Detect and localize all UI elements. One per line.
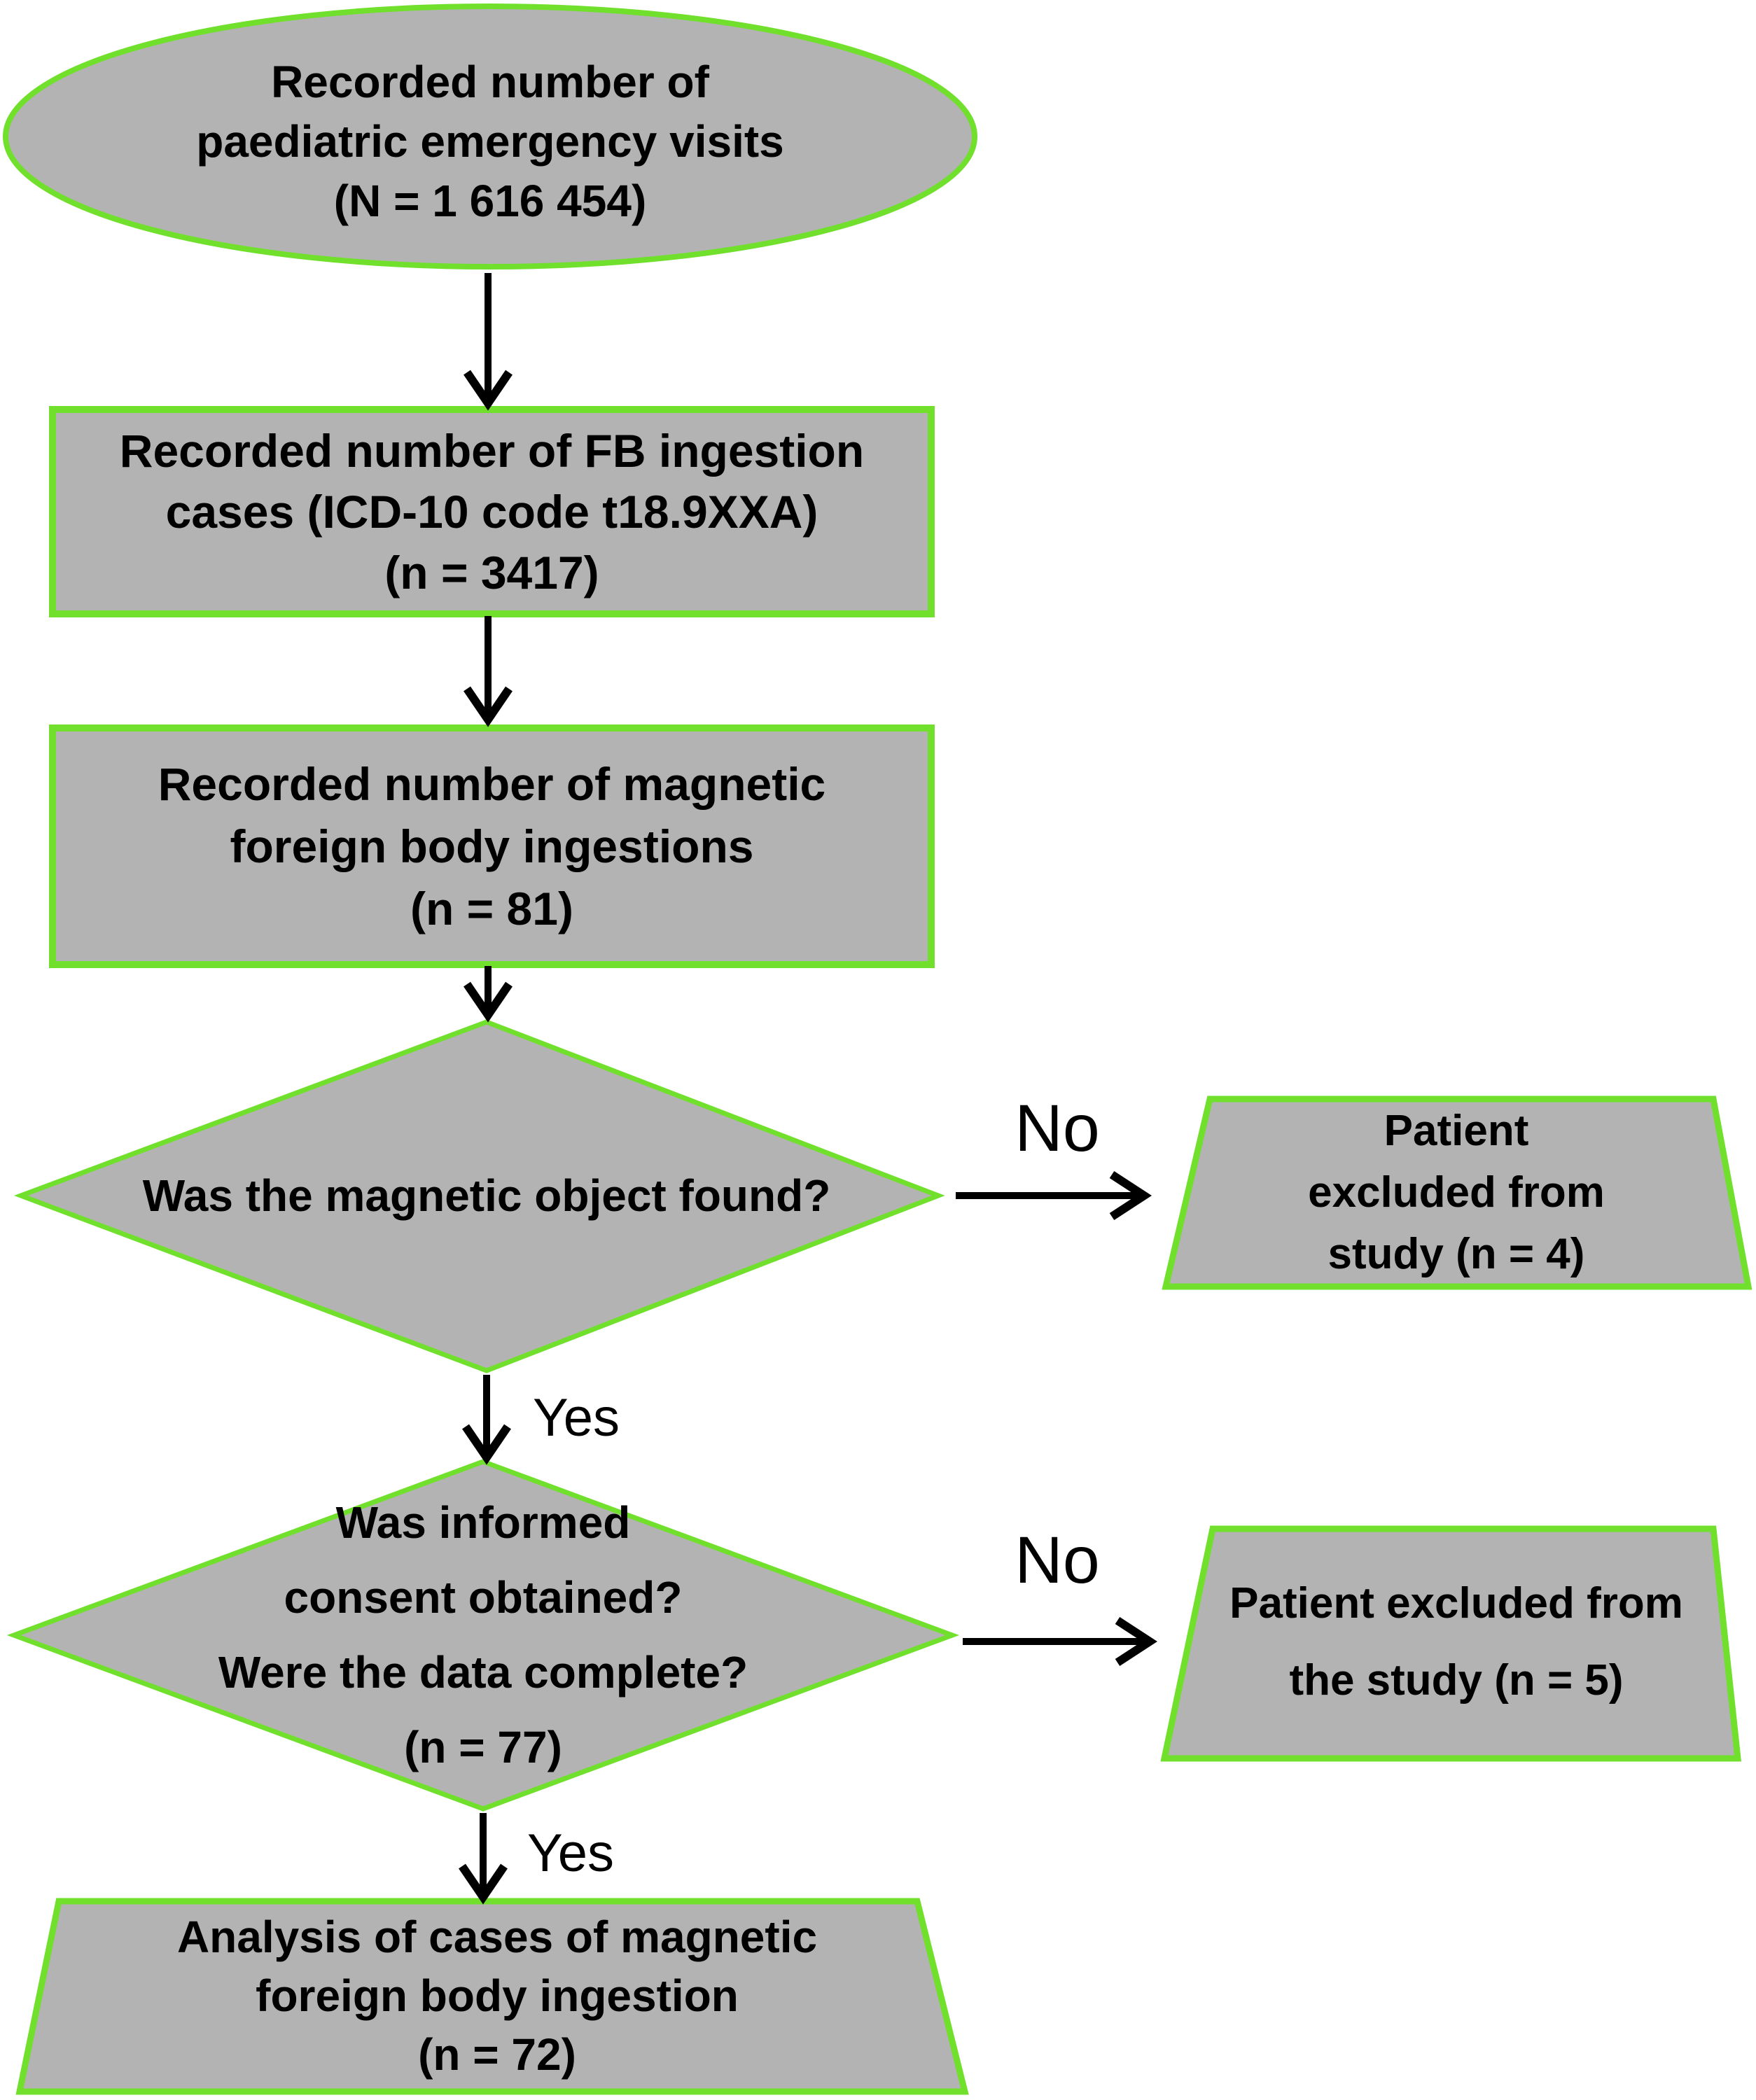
excluded-4-label: Patient excluded from study (n = 4)	[1190, 1105, 1722, 1281]
start-ellipse-label: Recorded number of paediatric emergency …	[70, 57, 910, 226]
excluded-5-trapezoid-shape	[1160, 1525, 1742, 1762]
decision-consent-label: Was informed consent obtained? Were the …	[63, 1487, 903, 1784]
yes-label-consent: Yes	[527, 1823, 614, 1883]
analysis-line-3: (n = 72)	[418, 2029, 576, 2080]
shapes-group	[3, 4, 1752, 2095]
analysis-label: Analysis of cases of magnetic foreign bo…	[56, 1905, 938, 2086]
excluded-4-trapezoid-shape	[1162, 1096, 1752, 1290]
start-line-2: paediatric emergency visits	[196, 115, 784, 167]
arrow-fb-to-magnetic	[464, 616, 513, 727]
fb-cases-line-1: Recorded number of FB ingestion	[119, 424, 865, 477]
fb-cases-line-3: (n = 3417)	[384, 546, 599, 598]
fb-cases-line-2: cases (ICD-10 code t18.9XXA)	[165, 485, 818, 538]
no-label-consent: No	[1015, 1523, 1100, 1597]
decision-found-line-1: Was the magnetic object found?	[142, 1170, 831, 1221]
arrow-start-to-fb	[464, 273, 513, 411]
excluded-4-line-3: study (n = 4)	[1328, 1230, 1585, 1278]
decision-consent-diamond-shape	[6, 1459, 960, 1812]
excluded-4-line-1: Patient	[1384, 1107, 1529, 1155]
arrow-yes-found	[462, 1375, 511, 1465]
arrow-no-found	[956, 1170, 1152, 1221]
fb-cases-box-label: Recorded number of FB ingestion cases (I…	[60, 416, 924, 607]
analysis-line-1: Analysis of cases of magnetic	[176, 1912, 818, 1962]
fb-cases-box-shape	[49, 406, 935, 617]
decision-found-label: Was the magnetic object found?	[67, 1140, 907, 1252]
arrows-group	[459, 273, 1157, 1905]
start-line-3: (N = 1 616 454)	[333, 175, 647, 226]
decision-consent-line-2: consent obtained?	[284, 1572, 683, 1623]
arrow-no-consent	[963, 1616, 1157, 1667]
no-label-found: No	[1015, 1091, 1100, 1166]
decision-found-diamond-shape	[14, 1019, 945, 1373]
excluded-5-label: Patient excluded from the study (n = 5)	[1183, 1537, 1729, 1747]
magnetic-cases-line-1: Recorded number of magnetic	[158, 757, 826, 810]
analysis-trapezoid-shape	[15, 1898, 969, 2095]
excluded-5-line-1: Patient excluded from	[1229, 1579, 1683, 1628]
analysis-line-2: foreign body ingestion	[256, 1970, 739, 2021]
yes-label-found: Yes	[533, 1388, 620, 1448]
decision-consent-line-1: Was informed	[335, 1497, 631, 1548]
start-line-1: Recorded number of	[271, 56, 709, 107]
excluded-5-line-2: the study (n = 5)	[1289, 1656, 1624, 1704]
magnetic-cases-line-2: foreign body ingestions	[230, 820, 754, 872]
decision-consent-line-4: (n = 77)	[404, 1722, 562, 1772]
magnetic-cases-box-shape	[49, 724, 935, 968]
arrow-yes-consent	[459, 1813, 508, 1905]
arrow-magnetic-to-found	[464, 966, 513, 1023]
magnetic-cases-line-3: (n = 81)	[410, 882, 573, 934]
decision-consent-line-3: Were the data complete?	[218, 1647, 748, 1698]
excluded-4-line-2: excluded from	[1308, 1168, 1605, 1217]
start-ellipse-shape	[3, 4, 977, 270]
magnetic-cases-box-label: Recorded number of magnetic foreign body…	[60, 735, 924, 958]
